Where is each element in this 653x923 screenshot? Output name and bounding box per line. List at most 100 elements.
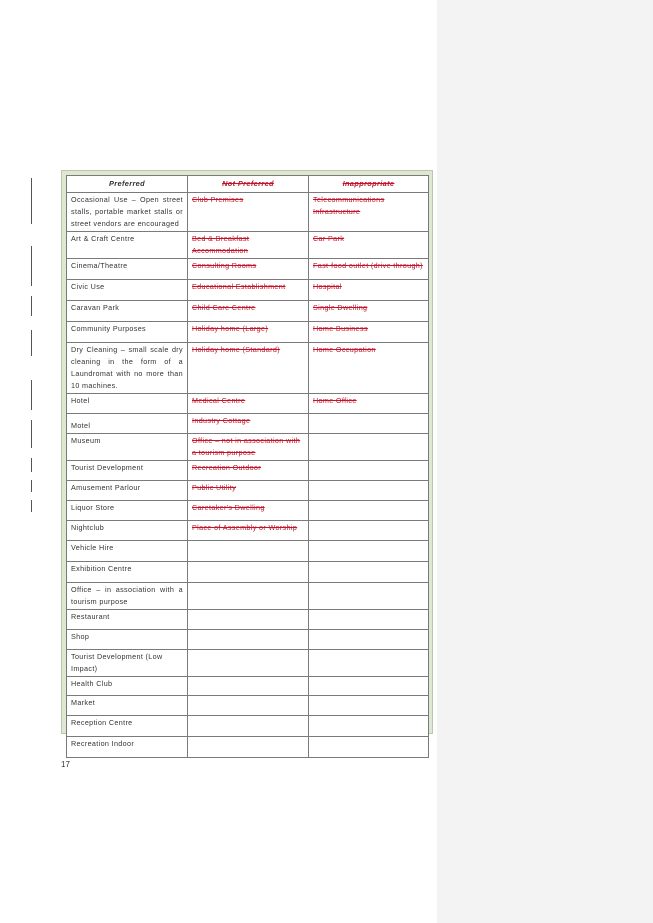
cell-preferred: Reception Centre	[66, 715, 188, 737]
cell-preferred: Motel	[66, 413, 188, 434]
cell-preferred: Caravan Park	[66, 300, 188, 322]
comment-pane	[437, 0, 653, 923]
cell-not-preferred: Bed & Breakfast Accommodation	[187, 231, 309, 259]
cell-inappropriate: Fast-food outlet (drive through)	[308, 258, 429, 280]
change-bar	[31, 296, 32, 316]
cell-not-preferred: Educational Establishment	[187, 279, 309, 301]
cell-not-preferred	[187, 715, 309, 737]
cell-preferred: Dry Cleaning – small scale dry cleaning …	[66, 342, 188, 394]
table-row: Market	[66, 695, 429, 716]
cell-inappropriate	[308, 582, 429, 610]
cell-not-preferred: Child Care Centre	[187, 300, 309, 322]
cell-preferred: Vehicle Hire	[66, 540, 188, 562]
cell-not-preferred: Consulting Rooms	[187, 258, 309, 280]
header-inappropriate: Inappropriate	[308, 175, 429, 193]
cell-not-preferred: Place of Assembly or Worship	[187, 520, 309, 541]
table-row: Vehicle Hire	[66, 540, 429, 562]
cell-inappropriate: Telecommunications Infrastructure	[308, 192, 429, 232]
cell-inappropriate	[308, 540, 429, 562]
cell-not-preferred: Holiday home (Large)	[187, 321, 309, 343]
table-row: Restaurant	[66, 609, 429, 630]
cell-not-preferred: Holiday home (Standard)	[187, 342, 309, 394]
cell-inappropriate	[308, 480, 429, 501]
cell-preferred: Hotel	[66, 393, 188, 414]
change-bar	[31, 500, 32, 512]
table-row: Reception Centre	[66, 715, 429, 737]
change-bar	[31, 458, 32, 472]
cell-inappropriate: Car Park	[308, 231, 429, 259]
cell-inappropriate: Hospital	[308, 279, 429, 301]
land-use-table: Preferred Not Preferred Inappropriate Oc…	[66, 175, 429, 758]
table-row: Occasional Use – Open street stalls, por…	[66, 192, 429, 232]
cell-preferred: Amusement Parlour	[66, 480, 188, 501]
table-row: Recreation Indoor	[66, 736, 429, 758]
table-row: Shop	[66, 629, 429, 650]
header-not-preferred: Not Preferred	[187, 175, 309, 193]
cell-not-preferred: Club Premises	[187, 192, 309, 232]
header-preferred: Preferred	[66, 175, 188, 193]
table-body: Occasional Use – Open street stalls, por…	[66, 192, 429, 758]
cell-not-preferred	[187, 676, 309, 696]
cell-not-preferred	[187, 582, 309, 610]
cell-preferred: Tourist Development (Low Impact)	[66, 649, 188, 677]
cell-not-preferred	[187, 649, 309, 677]
table-row: Dry Cleaning – small scale dry cleaning …	[66, 342, 429, 394]
cell-inappropriate: Home Business	[308, 321, 429, 343]
cell-inappropriate	[308, 695, 429, 716]
cell-preferred: Market	[66, 695, 188, 716]
cell-inappropriate	[308, 433, 429, 461]
cell-preferred: Community Purposes	[66, 321, 188, 343]
cell-preferred: Recreation Indoor	[66, 736, 188, 758]
cell-inappropriate: Home Office	[308, 393, 429, 414]
cell-not-preferred	[187, 629, 309, 650]
cell-preferred: Occasional Use – Open street stalls, por…	[66, 192, 188, 232]
change-bar	[31, 330, 32, 356]
cell-inappropriate	[308, 736, 429, 758]
cell-preferred: Nightclub	[66, 520, 188, 541]
cell-preferred: Liquor Store	[66, 500, 188, 521]
cell-inappropriate	[308, 715, 429, 737]
cell-not-preferred: Caretaker's Dwelling	[187, 500, 309, 521]
table-header-row: Preferred Not Preferred Inappropriate	[66, 175, 429, 193]
cell-inappropriate	[308, 609, 429, 630]
cell-preferred: Tourist Development	[66, 460, 188, 481]
cell-preferred: Museum	[66, 433, 188, 461]
cell-preferred: Exhibition Centre	[66, 561, 188, 583]
table-row: Health Club	[66, 676, 429, 696]
cell-preferred: Health Club	[66, 676, 188, 696]
change-bar	[31, 178, 32, 224]
cell-inappropriate: Home Occupation	[308, 342, 429, 394]
cell-not-preferred	[187, 695, 309, 716]
cell-inappropriate	[308, 520, 429, 541]
cell-inappropriate	[308, 500, 429, 521]
cell-preferred: Cinema/Theatre	[66, 258, 188, 280]
cell-not-preferred	[187, 736, 309, 758]
cell-not-preferred	[187, 561, 309, 583]
cell-preferred: Civic Use	[66, 279, 188, 301]
change-bar	[31, 380, 32, 410]
cell-preferred: Art & Craft Centre	[66, 231, 188, 259]
cell-not-preferred	[187, 609, 309, 630]
table-row: Tourist Development (Low Impact)	[66, 649, 429, 677]
cell-not-preferred	[187, 540, 309, 562]
cell-not-preferred: Recreation Outdoor	[187, 460, 309, 481]
cell-preferred: Shop	[66, 629, 188, 650]
cell-inappropriate: Single Dwelling	[308, 300, 429, 322]
cell-preferred: Office – in association with a tourism p…	[66, 582, 188, 610]
change-bar	[31, 420, 32, 448]
cell-inappropriate	[308, 676, 429, 696]
cell-inappropriate	[308, 629, 429, 650]
table-row: Office – in association with a tourism p…	[66, 582, 429, 610]
page-number: 17	[61, 760, 70, 769]
